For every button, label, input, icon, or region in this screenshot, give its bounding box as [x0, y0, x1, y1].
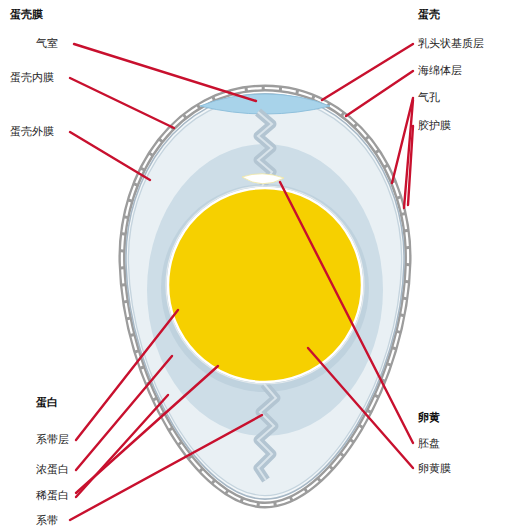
leader-line	[76, 356, 172, 470]
leader-line	[322, 44, 413, 100]
leader-line	[280, 182, 413, 443]
part-label: 胚盘	[418, 437, 440, 450]
outer-membrane	[126, 94, 404, 499]
group-heading: 蛋壳	[418, 8, 440, 21]
part-label: 气孔	[418, 91, 440, 104]
leader-line	[70, 78, 174, 128]
part-label: 浓蛋白	[36, 463, 69, 476]
chalaziferous-layer	[161, 184, 369, 392]
group-heading: 蛋壳膜	[10, 8, 43, 21]
germinal-disc	[242, 174, 284, 184]
leader-line	[70, 132, 150, 180]
leader-line	[346, 71, 413, 116]
leader-line	[404, 100, 413, 208]
leader-line	[408, 126, 413, 205]
part-label: 胶护膜	[418, 119, 451, 132]
leader-line	[70, 415, 262, 520]
shell-pores	[122, 88, 408, 505]
leader-line	[76, 395, 168, 497]
leader-line	[308, 348, 413, 468]
part-label: 气室	[36, 37, 58, 50]
eggshell	[122, 88, 408, 505]
yolk-membrane	[166, 186, 364, 384]
chalaza	[258, 384, 276, 480]
group-heading: 蛋白	[36, 396, 58, 409]
part-label: 蛋壳外膜	[10, 125, 54, 138]
part-label: 系带层	[36, 433, 69, 446]
group-heading: 卵黄	[418, 411, 440, 424]
air-cell	[200, 94, 330, 114]
part-label: 系带	[36, 514, 58, 527]
inner-membrane	[128, 97, 401, 495]
leader-line	[76, 310, 178, 440]
part-label: 海绵体层	[418, 64, 462, 77]
part-label: 卵黄膜	[418, 462, 451, 475]
leader-lines	[70, 44, 413, 520]
part-label: 蛋壳内膜	[10, 71, 54, 84]
part-label: 稀蛋白	[36, 489, 69, 502]
part-label: 乳头状基质层	[418, 37, 484, 50]
chalaza-twist	[258, 384, 276, 480]
